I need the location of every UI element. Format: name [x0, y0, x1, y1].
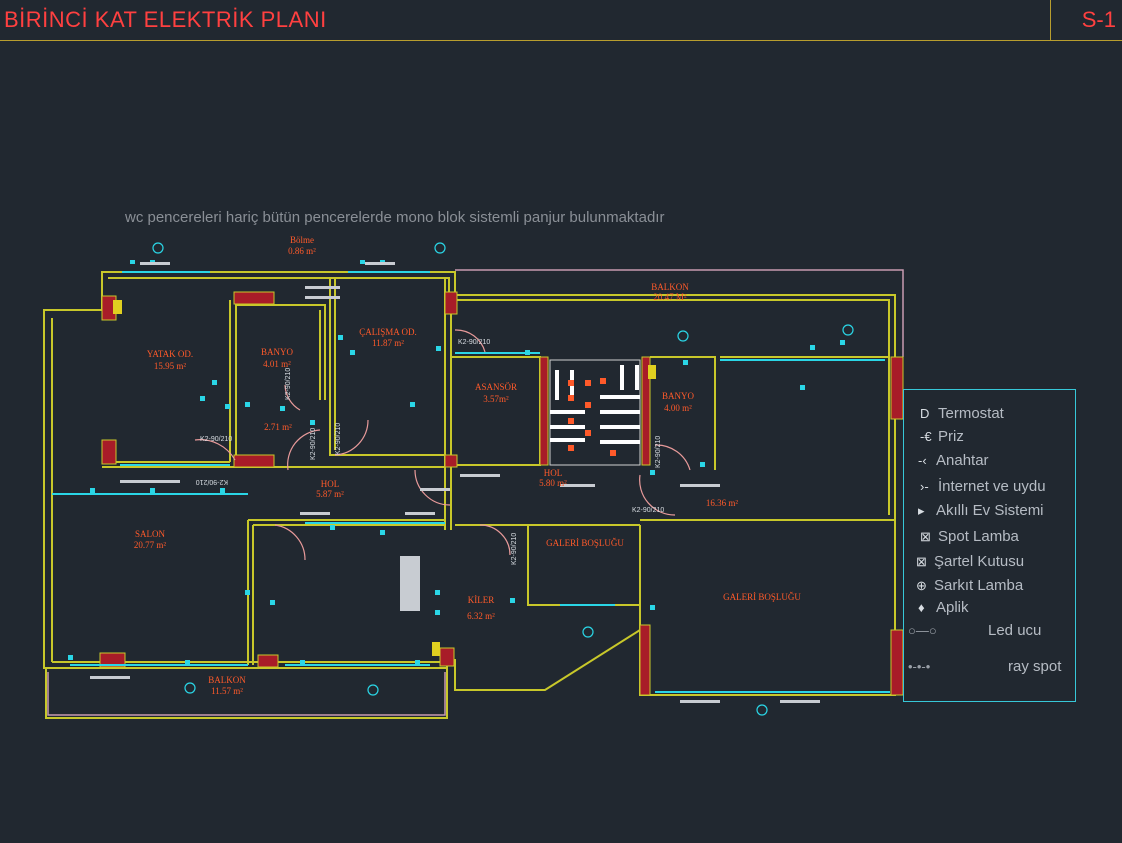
room-area-balkon-bottom: 11.57 m²	[211, 686, 243, 696]
room-label-kiler: KİLER	[468, 595, 495, 605]
room-area-kiler: 6.32 m²	[467, 611, 495, 621]
door-tag: K2-90/210	[285, 368, 292, 400]
wiring-dashes	[90, 262, 820, 703]
door-tag: K2-90/210	[200, 436, 232, 443]
legend-item-ray-spot: •-•-•ray spot	[908, 658, 1062, 675]
sheet-number: S-1	[1081, 7, 1116, 32]
room-area-hol1: 5.87 m²	[316, 489, 344, 499]
room-area-banyo1: 4.01 m²	[263, 359, 291, 369]
room-area-bolme: 0.86 m²	[288, 246, 316, 256]
wall-lamp-icon: ♦	[918, 600, 925, 615]
door-tags: K2-90/210 K2-90/210 K2-90/210 K2-90/210 …	[196, 339, 665, 565]
room-label-banyo1: BANYO	[261, 347, 294, 357]
device-symbols	[68, 260, 845, 665]
drawing-title: BİRİNCİ KAT ELEKTRİK PLANI	[4, 7, 327, 32]
room-label-salon: SALON	[135, 529, 166, 539]
outlet-circles	[152, 242, 854, 716]
led-strip-icon: ○—○	[908, 623, 937, 638]
track-spot-icon: •-•-•	[908, 659, 931, 674]
breaker-box-icon: ⊠	[916, 554, 927, 569]
stairs	[549, 359, 641, 466]
room-label-galeri2: GALERİ BOŞLUĞU	[723, 592, 801, 602]
room-label-yatak: YATAK OD.	[147, 349, 193, 359]
room-area-asansor: 3.57m²	[483, 394, 509, 404]
door-tag: K2-90/210	[458, 339, 490, 346]
room-label-galeri1: GALERİ BOŞLUĞU	[546, 538, 624, 548]
room-area-hol2: 5.80 m²	[539, 478, 567, 488]
room-label-hol1: HOL	[321, 479, 340, 489]
title-bar: BİRİNCİ KAT ELEKTRİK PLANI S-1	[0, 0, 1122, 41]
room-label-calisma: ÇALIŞMA OD.	[359, 327, 417, 337]
door-tag: K2-90/210	[335, 423, 342, 455]
legend-item-anahtar: -‹Anahtar	[918, 452, 989, 469]
room-label-bolme: Bölme	[290, 235, 314, 245]
door-tag: K2-90/210	[655, 436, 662, 468]
legend-item-sartel: ⊠Şartel Kutusu	[916, 553, 1025, 570]
room-label-asansor: ASANSÖR	[475, 382, 517, 392]
door-swings	[194, 329, 691, 561]
title-divider	[1050, 0, 1051, 40]
legend-item-akilli-ev: ▸Akıllı Ev Sistemi	[918, 502, 1044, 519]
legend-item-aplik: ♦Aplik	[918, 599, 969, 616]
spot-lamp-icon: ⊠	[920, 529, 931, 544]
shutter-note: wc pencereleri hariç bütün pencerelerde …	[125, 209, 665, 226]
door-tag: K2-90/210	[310, 428, 317, 460]
walls	[43, 271, 896, 719]
network-icon: ›-	[920, 479, 929, 494]
balcony-railing	[47, 269, 904, 716]
room-area-1636: 16.36 m²	[706, 498, 739, 508]
door-tag: K2-90/210	[511, 533, 518, 565]
legend-item-spot-lamba: ⊠Spot Lamba	[920, 528, 1019, 545]
panels	[113, 300, 656, 656]
room-area-yatak: 15.95 m²	[154, 361, 187, 371]
legend-item-internet: ›-İnternet ve uydu	[920, 478, 1046, 495]
room-label-balkon-bottom: BALKON	[208, 675, 246, 685]
smart-home-icon: ▸	[918, 503, 925, 518]
door-tag: K2-90/210	[196, 478, 228, 485]
columns	[99, 291, 904, 696]
room-label-banyo2: BANYO	[662, 391, 695, 401]
room-labels: Bölme 0.86 m² BALKON 20.47 M² YATAK OD. …	[134, 235, 801, 696]
legend-item-sarkit: ⊕Sarkıt Lamba	[916, 577, 1024, 594]
room-area-calisma: 11.87 m²	[372, 338, 404, 348]
switch-icon: -‹	[918, 453, 927, 468]
thermostat-icon: D	[920, 406, 930, 421]
legend-item-led: ○—○Led ucu	[908, 622, 1042, 639]
room-area-balkon-top: 20.47 M²	[653, 292, 687, 302]
door-tag: K2-90/210	[632, 507, 664, 514]
room-area-banyo2: 4.00 m²	[664, 403, 692, 413]
room-area-salon: 20.77 m²	[134, 540, 167, 550]
legend-item-priz: -€Priz	[920, 428, 964, 445]
room-label-balkon-top: BALKON	[651, 282, 689, 292]
room-label-hol2: HOL	[544, 468, 563, 478]
pendant-lamp-icon: ⊕	[916, 578, 927, 593]
room-area-hol-small: 2.71 m²	[264, 422, 292, 432]
outlet-icon: -€	[920, 429, 932, 444]
